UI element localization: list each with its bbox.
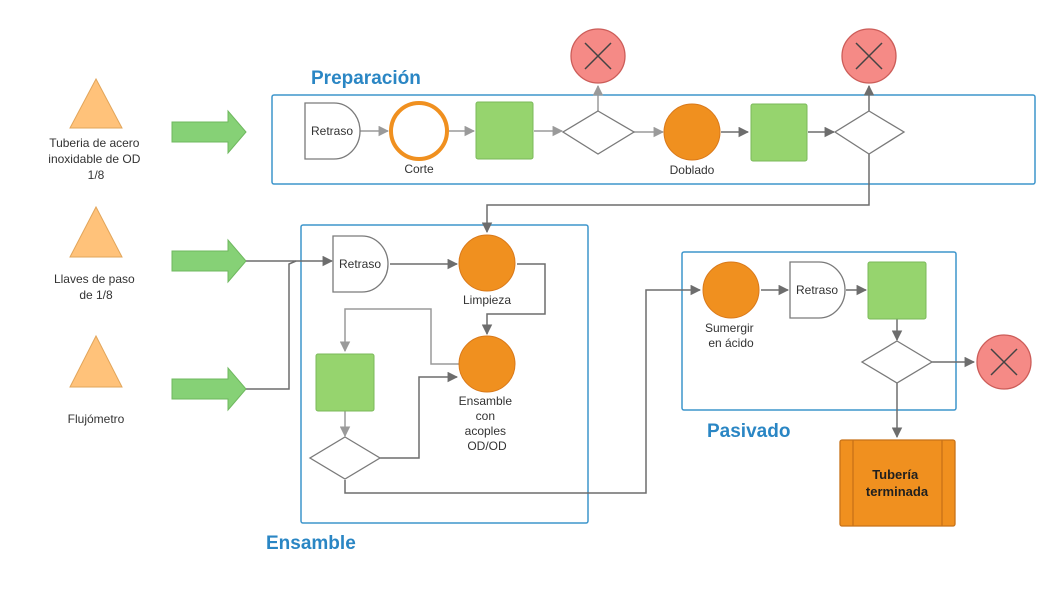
operation-label-sumergir: Sumergir en ácido: [705, 321, 757, 350]
operation-node-corte: [389, 101, 449, 161]
inspection-node: [475, 101, 534, 160]
input-triangle-flujometro: [69, 334, 123, 388]
inspection-node: [867, 261, 927, 320]
decision-node: [860, 340, 934, 384]
delay-label: Retraso: [339, 257, 381, 271]
delay-node-preparacion: [304, 102, 361, 160]
input-arrow-3: [171, 366, 247, 412]
operation-node-ensamble: [458, 335, 516, 393]
input-arrow-1: [171, 109, 247, 155]
delay-node-pasivado: [789, 261, 846, 319]
connector: [344, 284, 702, 494]
decision-node: [833, 110, 906, 155]
inspection-node: [315, 353, 375, 412]
operation-label-doblado: Doblado: [670, 163, 715, 177]
decision-node: [561, 110, 636, 155]
section-ensamble-box: [300, 224, 589, 524]
operation-node-limpieza: [458, 234, 516, 292]
input-arrow-2: [171, 238, 247, 284]
input-label-flujometro: Flujómetro: [68, 412, 125, 426]
inspection-node: [750, 103, 808, 162]
input-triangle-tuberia: [69, 77, 123, 129]
connector: [481, 263, 546, 336]
input-triangle-llaves: [69, 205, 123, 258]
section-preparacion-box: [271, 94, 1036, 185]
connector: [339, 308, 459, 365]
section-ensamble-title: Ensamble: [266, 533, 356, 554]
input-label-llaves: Llaves de paso de 1/8: [54, 272, 138, 302]
delay-node-ensamble: [332, 235, 389, 293]
section-pasivado-box: [681, 251, 957, 411]
connector: [246, 260, 297, 390]
connector: [380, 371, 459, 459]
operation-node-doblado: [663, 103, 721, 161]
operation-label-ensamble: Ensamble con acoples OD/OD: [459, 394, 516, 453]
operation-node-sumergir: [702, 261, 760, 319]
input-label-tuberia: Tuberia de acero inoxidable de OD 1/8: [48, 136, 143, 182]
finished-product-label: Tubería terminada: [866, 467, 929, 499]
operation-label-corte: Corte: [404, 162, 434, 176]
section-pasivado-title: Pasivado: [707, 421, 790, 442]
section-preparacion-title: Preparación: [311, 68, 421, 89]
operation-label-limpieza: Limpieza: [463, 293, 511, 307]
delay-label: Retraso: [311, 124, 353, 138]
finished-product-node: [839, 439, 956, 527]
connector: [481, 154, 870, 234]
delay-label: Retraso: [796, 283, 838, 297]
decision-node: [308, 436, 382, 480]
